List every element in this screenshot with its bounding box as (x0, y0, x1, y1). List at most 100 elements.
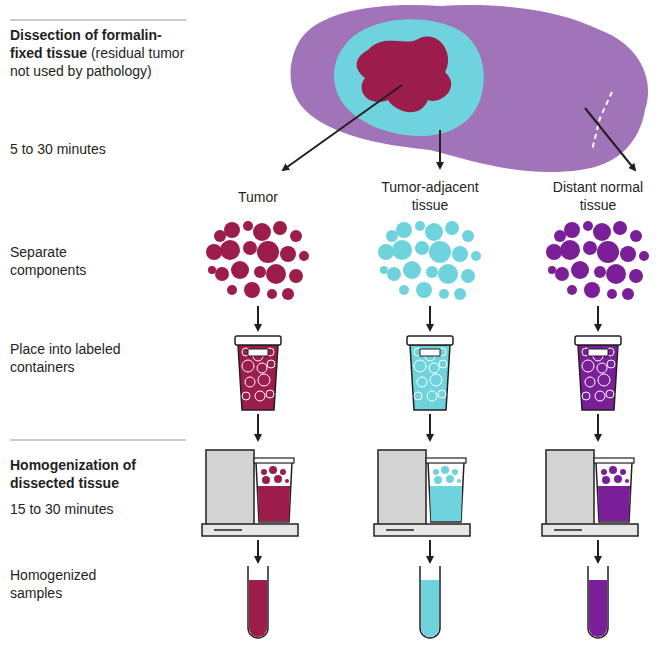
homogenizer (378, 450, 426, 528)
tissue-piece (598, 374, 610, 386)
cup-lid (426, 458, 466, 463)
container-lid (235, 336, 281, 345)
tissue-piece (625, 479, 629, 483)
tissue-piece (415, 221, 425, 231)
tissue-piece (607, 289, 617, 299)
tissue-piece (417, 377, 427, 387)
label-text: Separate components (10, 244, 86, 278)
tissue-piece (425, 223, 443, 241)
arrow (597, 540, 599, 562)
label-text: 15 to 30 minutes (10, 501, 114, 517)
arrow (257, 540, 259, 562)
label-text: Tumor (238, 189, 278, 205)
tissue-piece (434, 476, 442, 484)
tissue-piece (620, 469, 626, 475)
tissue-piece (206, 244, 222, 260)
container-label (420, 349, 440, 356)
tissue-piece (584, 282, 600, 298)
rule (10, 20, 186, 21)
tissue-piece (461, 269, 475, 283)
tissue-piece (593, 223, 611, 241)
tissue-piece (380, 266, 388, 274)
container-label (248, 349, 268, 356)
step-label: Separate components (10, 243, 130, 279)
tissue-piece (227, 285, 237, 295)
arrow (439, 130, 441, 168)
tissue-piece (567, 285, 577, 295)
homogenizer-base (542, 524, 638, 536)
tissue-piece (282, 288, 294, 300)
tissue-piece (254, 266, 266, 278)
tissue-piece (267, 289, 277, 299)
tissue-piece (583, 221, 593, 231)
cup-lid (254, 458, 294, 463)
tissue-piece (429, 241, 451, 263)
tissue-piece (224, 222, 240, 238)
tissue-piece (215, 267, 229, 281)
tissue-piece (257, 241, 279, 263)
homogenizer-slot (554, 529, 582, 531)
label-text: Tumor-adjacent tissue (381, 179, 479, 213)
tissue-piece (399, 285, 409, 295)
tissue-piece (396, 222, 412, 238)
step-label: Tumor-adjacent tissue (375, 178, 485, 214)
container-label (588, 349, 608, 356)
tissue-piece (427, 391, 437, 401)
tissue-piece (242, 392, 250, 400)
tissue-piece (274, 475, 282, 483)
container (578, 345, 618, 410)
homogenizer-cup (596, 462, 632, 522)
tissue-piece (546, 244, 562, 260)
tissue-piece (554, 230, 566, 242)
tumor-region (357, 36, 452, 112)
tissue-piece (415, 241, 429, 255)
tissue-piece (243, 241, 257, 255)
tissue-piece (441, 466, 449, 474)
homogenate (258, 486, 290, 521)
homogenizer-base (374, 524, 470, 536)
tissue-piece (609, 466, 617, 474)
tissue-piece (273, 221, 287, 235)
tissue-piece (583, 241, 597, 255)
homogenizer-cup (428, 462, 464, 522)
tissue-piece (560, 240, 580, 260)
tissue-piece (548, 266, 556, 274)
tissue-piece (262, 476, 270, 484)
step-label: Homogenization of dissected tissue (10, 456, 186, 492)
tissue-piece (258, 374, 270, 386)
sample (421, 580, 439, 637)
tissue-piece (582, 392, 590, 400)
tube (420, 566, 440, 638)
tissue-piece (620, 246, 636, 262)
tissue-piece (242, 360, 254, 372)
tissue-piece (266, 264, 286, 284)
homogenizer-base (202, 524, 298, 536)
arrow (257, 306, 259, 330)
tissue-piece (392, 240, 412, 260)
tissue-piece (214, 230, 226, 242)
label-text: Distant normal tissue (553, 179, 643, 213)
tissue-piece (452, 246, 468, 262)
tissue-piece (244, 282, 260, 298)
tissue-piece (601, 469, 607, 475)
tissue-piece (430, 374, 442, 386)
arrow (257, 414, 259, 440)
homogenizer (546, 450, 594, 528)
step-label: Place into labeled containers (10, 340, 150, 376)
tissue-piece (454, 288, 466, 300)
tissue-piece (595, 391, 605, 401)
tissue-piece (387, 267, 401, 281)
arrow (429, 414, 431, 440)
homogenizer-slot (386, 529, 414, 531)
arrow (585, 108, 635, 170)
container-lid (575, 336, 621, 345)
tissue-piece (597, 363, 607, 373)
arrow (283, 85, 402, 170)
tissue-piece (439, 360, 447, 368)
homogenizer-slot (214, 529, 242, 531)
sample (249, 580, 267, 637)
tissue-piece (597, 241, 619, 263)
cup-lid (594, 458, 634, 463)
tissue-piece (462, 230, 474, 242)
tissue-piece (613, 221, 627, 235)
